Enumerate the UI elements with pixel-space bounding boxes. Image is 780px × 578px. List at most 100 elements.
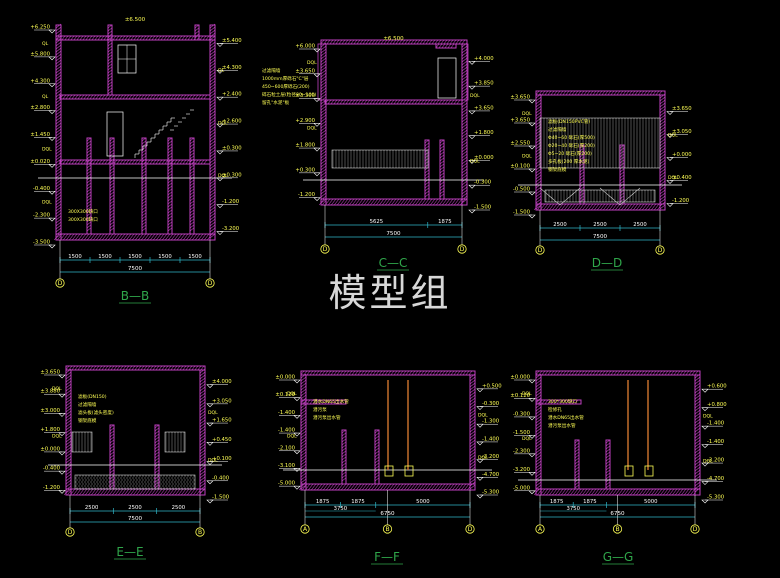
wall-hatch <box>565 370 570 376</box>
gravel-dot <box>567 158 569 160</box>
level-text: +0.600 <box>707 384 727 390</box>
gravel-dot <box>606 148 608 150</box>
wall-hatch <box>556 399 561 405</box>
gravel-dot <box>609 162 611 164</box>
section-c-c: ±6.500+6.000+4.000±3.650+3.850±3.300+3.6… <box>262 36 494 271</box>
wall-hatch <box>142 35 147 41</box>
wall-hatch <box>320 147 327 153</box>
gravel-dot <box>84 442 86 444</box>
wall-hatch <box>199 386 206 392</box>
gravel-dot <box>642 146 644 148</box>
gravel-dot <box>108 477 110 479</box>
gravel-dot <box>365 156 367 158</box>
wall-hatch <box>438 99 443 105</box>
gravel-dot <box>576 128 578 130</box>
gravel-dot <box>569 200 571 202</box>
wall-hatch <box>167 191 173 196</box>
gravel-dot <box>582 138 584 140</box>
gravel-dot <box>395 164 397 166</box>
gravel-dot <box>549 160 551 162</box>
gravel-dot <box>332 162 334 164</box>
wall-hatch <box>469 460 476 466</box>
wall-hatch <box>345 99 350 105</box>
wall-hatch <box>209 41 216 47</box>
gravel-dot <box>650 196 652 198</box>
gravel-dot <box>657 156 659 158</box>
wall-hatch <box>209 134 216 140</box>
wall-hatch <box>341 465 347 470</box>
wall-segment <box>109 137 115 235</box>
gravel-dot <box>615 166 617 168</box>
gravel-dot <box>558 118 560 120</box>
wall-hatch <box>535 454 542 460</box>
wall-hatch <box>579 165 585 170</box>
gravel-dot <box>630 158 632 160</box>
gravel-dot <box>617 196 619 198</box>
gravel-dot <box>644 198 646 200</box>
gravel-dot <box>651 132 653 134</box>
wall-hatch <box>65 371 72 377</box>
wall-hatch <box>565 90 570 96</box>
wall-hatch <box>137 365 142 371</box>
gravel-dot <box>581 194 583 196</box>
gravel-dot <box>148 479 150 481</box>
gravel-fill <box>71 431 93 453</box>
axis-bubble-label: A <box>303 526 308 533</box>
gravel-dot <box>647 194 649 196</box>
gravel-dot <box>555 142 557 144</box>
wall-hatch <box>441 99 446 105</box>
wall-hatch <box>189 488 196 496</box>
gravel-dot <box>356 162 358 164</box>
wall-hatch <box>107 63 113 68</box>
gravel-dot <box>570 144 572 146</box>
gravel-dot <box>648 144 650 146</box>
wall-hatch <box>92 159 97 165</box>
wall-hatch <box>354 198 361 206</box>
gravel-dot <box>383 154 385 156</box>
wall-hatch <box>109 149 115 154</box>
gravel-dot <box>618 128 620 130</box>
wall-hatch <box>320 183 327 189</box>
gravel-dot <box>419 156 421 158</box>
wall-hatch <box>605 463 611 468</box>
gravel-dot <box>540 140 542 142</box>
wall-hatch <box>405 198 412 206</box>
gravel-dot <box>636 162 638 164</box>
wall-hatch <box>174 488 181 496</box>
wall-hatch <box>199 35 204 41</box>
gravel-dot <box>552 146 554 148</box>
gravel-dot <box>594 140 596 142</box>
wall-hatch <box>80 233 87 241</box>
level-text: -3.200 <box>482 454 500 460</box>
wall-hatch <box>176 159 181 165</box>
wall-segment <box>533 488 701 496</box>
gravel-dot <box>603 148 605 150</box>
wall-hatch <box>659 204 666 210</box>
gravel-dot <box>579 122 581 124</box>
wall-hatch <box>209 137 216 143</box>
wall-hatch <box>469 415 476 421</box>
gravel-dot <box>636 152 638 154</box>
gravel-dot <box>347 156 349 158</box>
wall-hatch <box>167 224 173 229</box>
wall-hatch <box>143 233 150 241</box>
gravel-dot <box>603 118 605 120</box>
gravel-dot <box>75 477 77 479</box>
wall-outline <box>194 24 200 41</box>
wall-hatch <box>125 365 130 371</box>
wall-hatch <box>209 188 216 194</box>
wall-hatch <box>98 159 103 165</box>
level-text: -1.500 <box>513 210 531 216</box>
wall-hatch <box>342 370 347 376</box>
gravel-dot <box>117 485 119 487</box>
gravel-dot <box>579 126 581 128</box>
gravel-dot <box>603 132 605 134</box>
wall-hatch <box>143 94 148 100</box>
gravel-dot <box>582 162 584 164</box>
gravel-dot <box>422 164 424 166</box>
wall-hatch <box>189 137 195 142</box>
axis-bubble-circle <box>65 527 75 537</box>
level-mark: +0.100 <box>206 456 232 465</box>
gravel-dot <box>614 192 616 194</box>
gravel-dot <box>181 483 183 485</box>
